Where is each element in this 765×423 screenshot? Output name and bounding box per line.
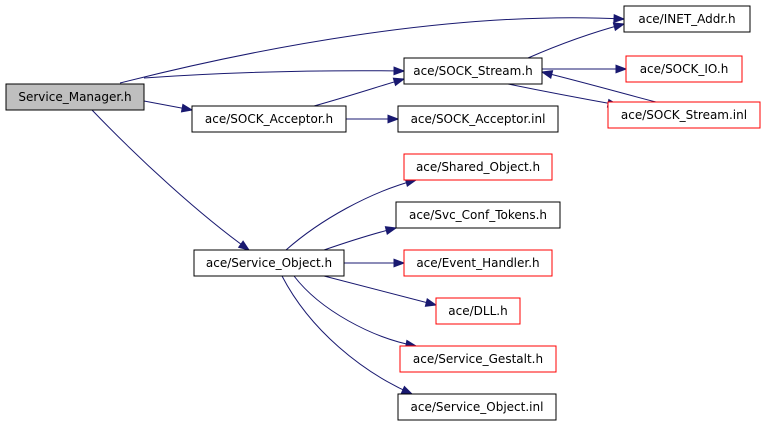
node-service-object-h[interactable]: ace/Service_Object.h <box>193 249 345 277</box>
node-box <box>397 393 557 421</box>
arrowhead <box>393 258 406 268</box>
edge-service-object-h-to-service-gestalt-h <box>293 275 418 349</box>
node-service-gestalt-h[interactable]: ace/Service_Gestalt.h <box>399 345 557 373</box>
edge-sock-acceptor-h-to-sock-stream-h <box>313 77 406 107</box>
arrowhead <box>387 114 400 124</box>
edge-sock-stream-h-to-sock-io-h <box>542 64 628 74</box>
edge-line <box>323 227 397 251</box>
node-sock-acceptor-h[interactable]: ace/SOCK_Acceptor.h <box>191 105 347 133</box>
edge-service-manager-h-to-inet-addr-h <box>119 13 626 84</box>
node-box <box>403 249 553 277</box>
edge-service-object-h-to-dll-h <box>323 275 438 307</box>
arrowhead <box>180 103 194 113</box>
node-label: ace/SOCK_Stream.h <box>413 64 533 78</box>
node-label: ace/INET_Addr.h <box>638 12 735 26</box>
edge-line <box>143 70 405 79</box>
edge-layer <box>91 13 657 395</box>
edge-service-manager-h-to-sock-stream-h <box>143 66 406 79</box>
node-dll-h[interactable]: ace/DLL.h <box>435 297 521 325</box>
node-sock-stream-h[interactable]: ace/SOCK_Stream.h <box>403 57 543 85</box>
node-service-manager-h[interactable]: Service_Manager.h <box>5 83 145 111</box>
edge-service-object-h-to-event-handler-h <box>344 258 406 268</box>
node-label: ace/Service_Gestalt.h <box>413 352 543 366</box>
arrowhead <box>612 22 626 32</box>
node-layer: Service_Manager.h ace/INET_Addr.h ace/SO… <box>5 5 761 421</box>
arrowhead <box>615 64 628 74</box>
node-sock-stream-inl[interactable]: ace/SOCK_Stream.inl <box>607 101 761 129</box>
node-label: ace/SOCK_Acceptor.inl <box>411 112 546 126</box>
edge-sock-stream-h-to-inet-addr-h <box>527 22 626 59</box>
arrowhead <box>237 240 251 251</box>
edge-line <box>119 17 625 84</box>
node-svc-conf-tokens-h[interactable]: ace/Svc_Conf_Tokens.h <box>395 201 561 229</box>
node-shared-object-h[interactable]: ace/Shared_Object.h <box>403 153 553 181</box>
arrowhead <box>424 298 438 307</box>
edge-line <box>323 275 437 306</box>
node-box <box>397 105 559 133</box>
node-label: ace/Service_Object.inl <box>411 400 544 414</box>
node-box <box>623 5 751 33</box>
node-box <box>625 55 743 83</box>
arrowhead <box>400 385 414 395</box>
node-box <box>403 57 543 85</box>
node-box <box>191 105 347 133</box>
node-box <box>5 83 145 111</box>
arrowhead <box>540 70 554 79</box>
node-label: ace/Shared_Object.h <box>416 160 540 174</box>
node-sock-acceptor-inl[interactable]: ace/SOCK_Acceptor.inl <box>397 105 559 133</box>
edge-line <box>285 179 417 251</box>
node-box <box>395 201 561 229</box>
node-box <box>193 249 345 277</box>
node-label: ace/DLL.h <box>448 304 507 318</box>
arrowhead <box>384 226 398 235</box>
node-box <box>399 345 557 373</box>
node-service-object-inl[interactable]: ace/Service_Object.inl <box>397 393 557 421</box>
edge-line <box>293 275 417 347</box>
edge-service-manager-h-to-sock-acceptor-h <box>143 100 194 113</box>
node-label: ace/SOCK_IO.h <box>640 62 729 76</box>
edge-sock-stream-inl-to-sock-stream-h <box>540 70 657 103</box>
edge-service-object-h-to-svc-conf-tokens-h <box>323 226 398 251</box>
node-sock-io-h[interactable]: ace/SOCK_IO.h <box>625 55 743 83</box>
edge-line <box>313 78 405 107</box>
node-box <box>607 101 761 129</box>
edge-line <box>91 109 250 251</box>
node-box <box>403 153 553 181</box>
edge-service-manager-h-to-service-object-h <box>91 109 251 251</box>
node-box <box>435 297 521 325</box>
arrowhead <box>393 66 406 76</box>
edge-line <box>527 23 625 59</box>
arrowhead <box>613 13 626 23</box>
node-label: ace/Service_Object.h <box>206 256 332 270</box>
edge-line <box>541 71 657 103</box>
node-label: ace/SOCK_Stream.inl <box>621 108 747 122</box>
edge-line <box>281 275 413 395</box>
arrowhead <box>392 77 406 87</box>
node-inet-addr-h[interactable]: ace/INET_Addr.h <box>623 5 751 33</box>
node-label: ace/SOCK_Acceptor.h <box>205 112 333 126</box>
edge-sock-acceptor-h-to-sock-acceptor-inl <box>346 114 400 124</box>
node-label: Service_Manager.h <box>18 90 131 104</box>
node-label: ace/Event_Handler.h <box>416 256 539 270</box>
node-label: ace/Svc_Conf_Tokens.h <box>409 208 547 222</box>
node-event-handler-h[interactable]: ace/Event_Handler.h <box>403 249 553 277</box>
